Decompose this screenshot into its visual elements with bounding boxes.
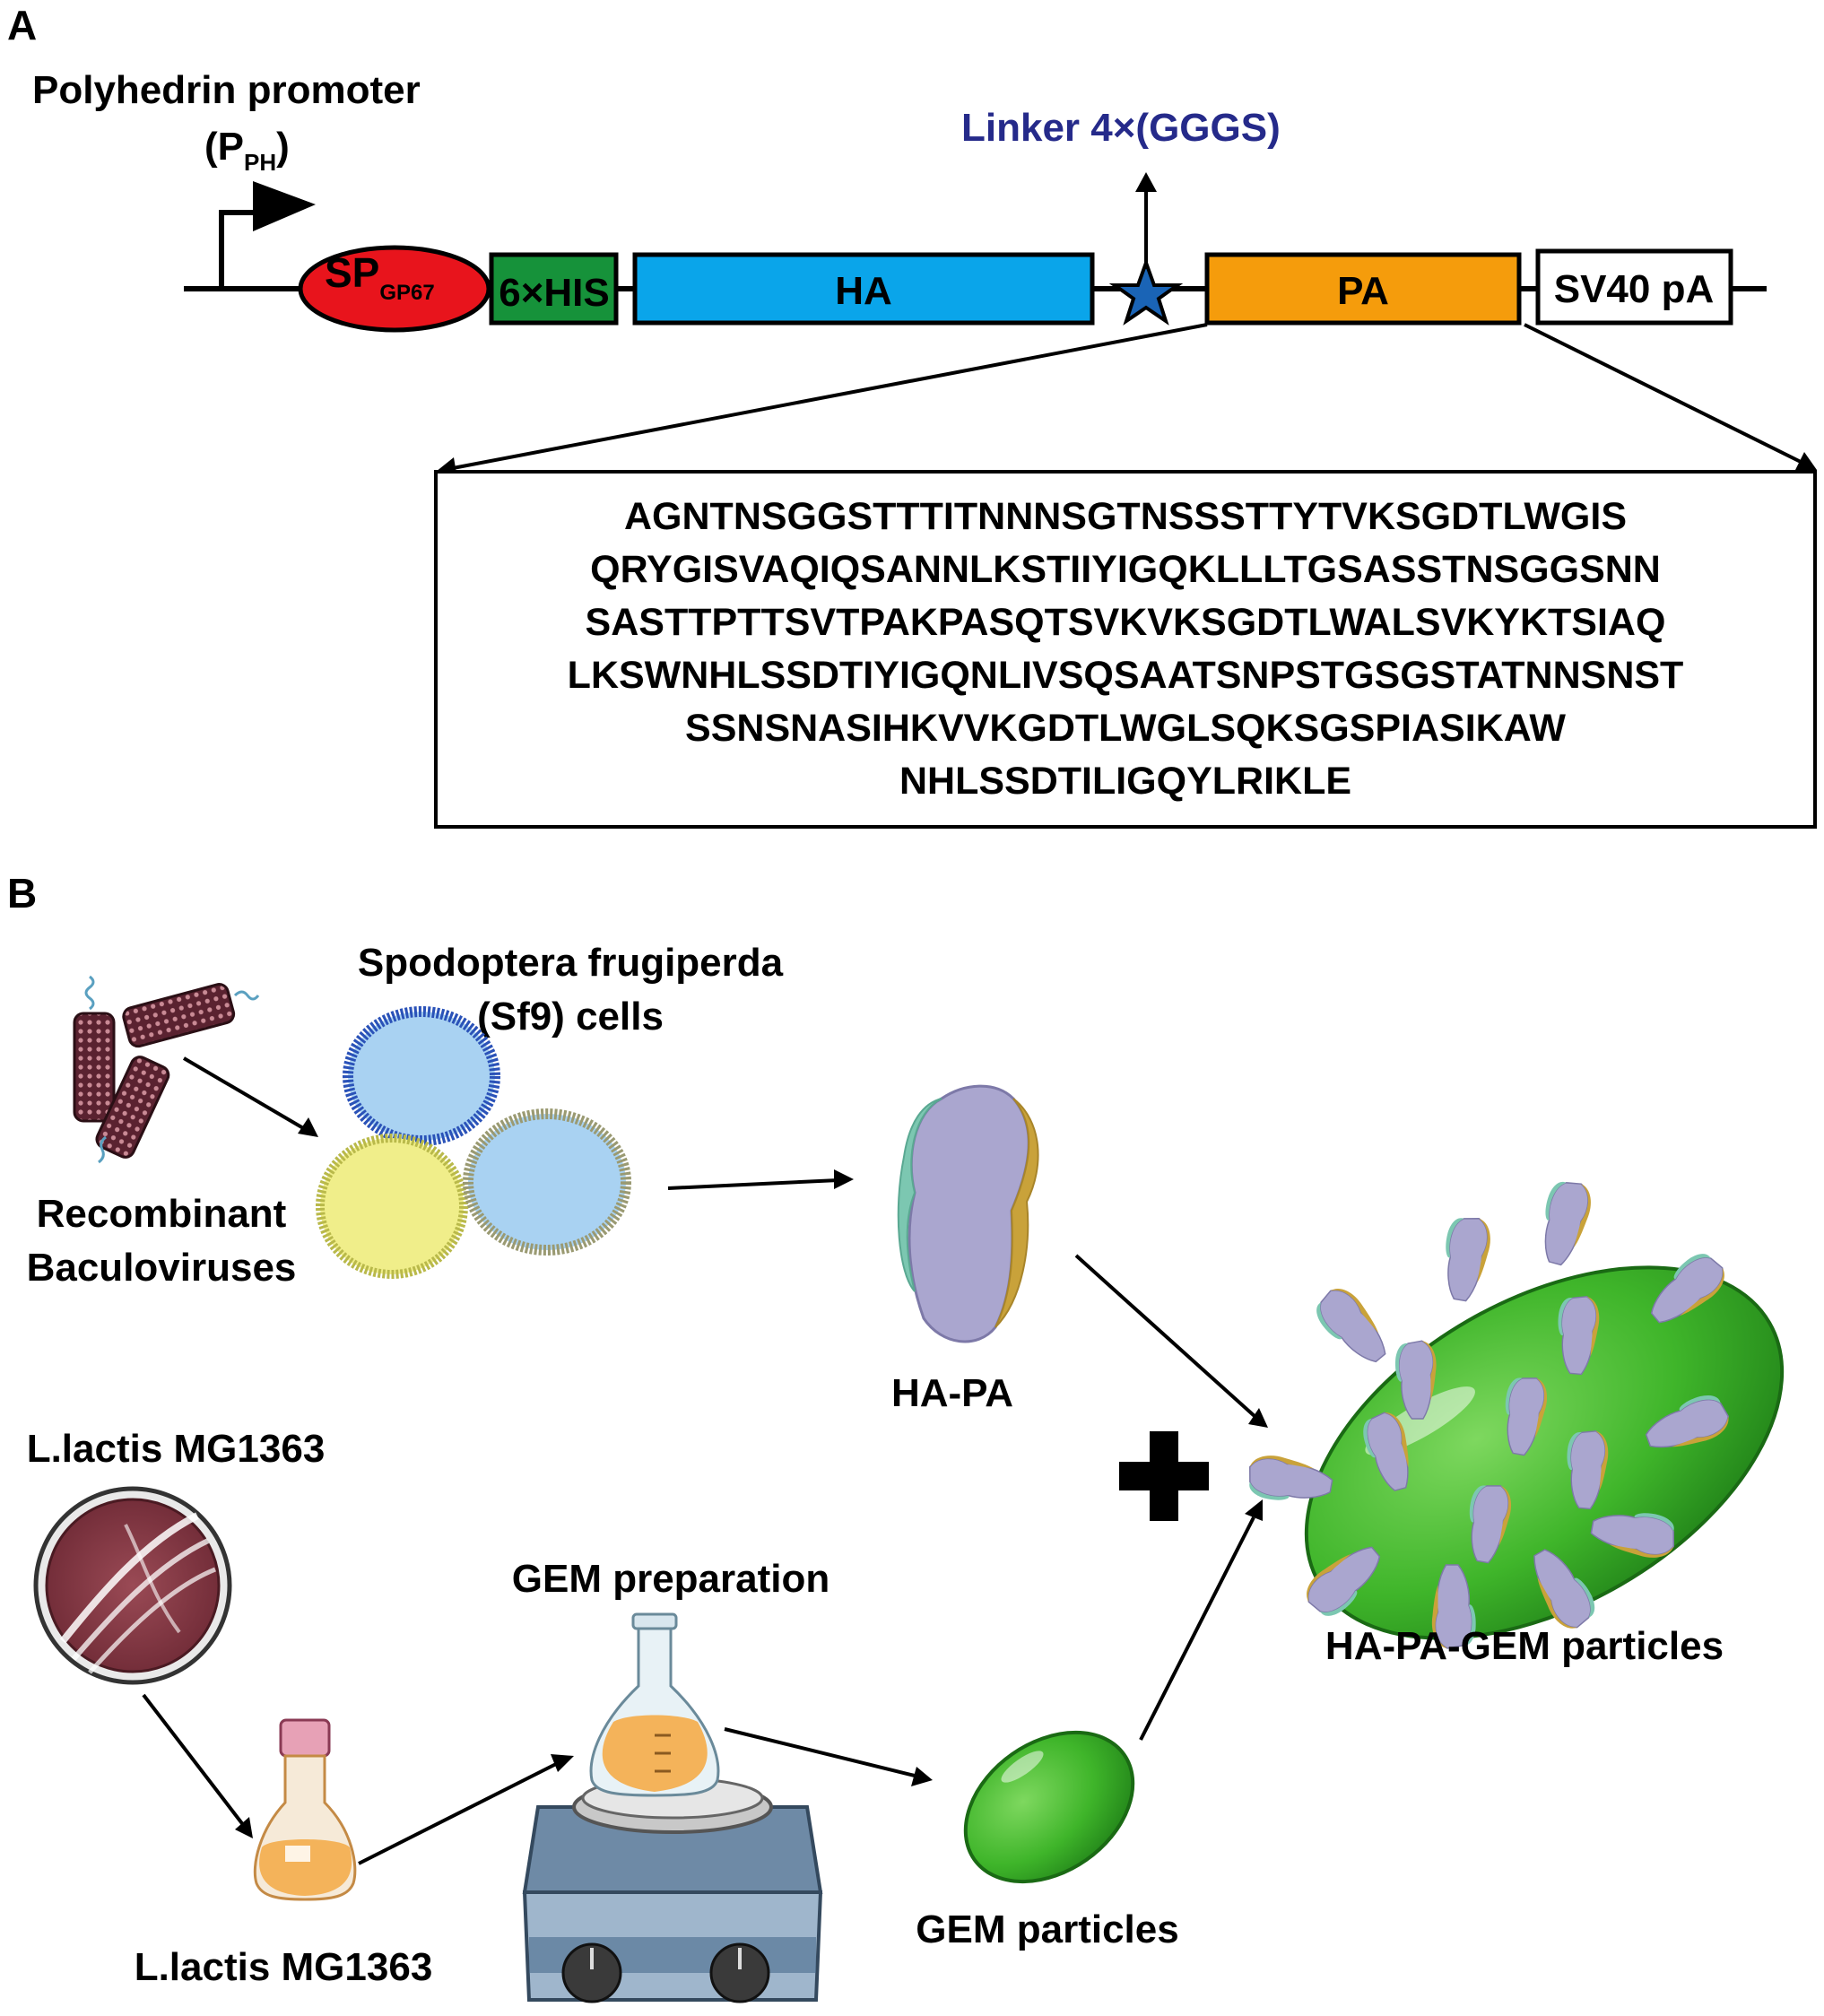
his-tag-segment: 6×HIS (489, 252, 619, 326)
sequence-box (434, 470, 1817, 829)
svg-text:6×HIS: 6×HIS (499, 271, 610, 315)
expand-arrows (436, 323, 1817, 479)
pa-segment: PA (1204, 252, 1522, 326)
svg-text:AGNTNSGGSTTTITNNNSGTNSSSTTYTVK: AGNTNSGGSTTTITNNNSGTNSSSTTYTVKSGDTLWGIS (624, 495, 1627, 538)
baculovirus-icon (73, 975, 260, 1164)
arrow-baculo-to-cells (182, 1056, 311, 1134)
ha-pa-protein-icon (897, 1084, 1039, 1343)
gem-particle-icon (963, 1730, 1135, 1884)
linker-star-icon (1108, 172, 1184, 326)
lactis-bottom-label: L.lactis MG1363 (135, 1945, 433, 1989)
arrow-gem-to-hapagem (1139, 1516, 1255, 1741)
linker-label: Linker 4×(GGGS) (961, 106, 1281, 150)
ha-segment: HA (632, 252, 1095, 326)
arrow-flask-to-stirrer (358, 1761, 559, 1865)
svg-text:PA: PA (1337, 269, 1389, 313)
promoter-name: Polyhedrin promoter (32, 68, 421, 112)
sp-gp67-segment: SPGP67 (298, 245, 491, 333)
ha-pa-label: HA-PA (891, 1371, 1013, 1415)
plus-icon (1119, 1431, 1209, 1521)
svg-text:SASTTPTTSVTPAKPASQTSVKVKSGDTLW: SASTTPTTSVTPAKPASQTSVKVKSGDTLWALSVKYKTSI… (586, 601, 1666, 644)
panel-a-label: A (7, 2, 37, 48)
svg-text:HA: HA (835, 269, 892, 313)
magnetic-stirrer-icon (522, 1777, 823, 2003)
ha-pa-gem-label: HA-PA-GEM particles (1325, 1624, 1724, 1668)
svg-text:NHLSSDTILIGQYLRIKLE: NHLSSDTILIGQYLRIKLE (899, 760, 1351, 803)
svg-text:SV40 pA: SV40 pA (1554, 267, 1715, 311)
lactis-petri-dish-icon (33, 1486, 232, 1685)
sf9-cells-icon (316, 1006, 631, 1279)
sf9-label-line1: Spodoptera frugiperda (358, 941, 784, 985)
culture-flask-icon (253, 1718, 357, 1901)
sequence-text: AGNTNSGGSTTTITNNNSGTNSSSTTYTVKSGDTLWGIS … (568, 495, 1684, 803)
sf9-label-line2: (Sf9) cells (477, 995, 664, 1038)
svg-text:SPGP67: SPGP67 (325, 249, 435, 305)
gem-prep-label: GEM preparation (512, 1557, 830, 1601)
svg-text:SSNSNASIHKVVKGDTLWGLSQKSGSPIAS: SSNSNASIHKVVKGDTLWGLSQKSGSPIASIKAW (685, 707, 1566, 750)
gem-particles-label: GEM particles (916, 1907, 1178, 1951)
arrow-stirrer-to-gem (724, 1727, 916, 1777)
arrow-plate-to-flask (142, 1693, 246, 1828)
panel-b-label: B (7, 870, 37, 917)
promoter-abbr: (PPH) (204, 125, 290, 176)
promoter-arrow-icon (219, 181, 316, 289)
baculovirus-label-line2: Baculoviruses (27, 1246, 297, 1290)
lactis-top-label: L.lactis MG1363 (27, 1427, 326, 1471)
arrow-cells-to-protein (667, 1178, 839, 1190)
baculovirus-label-line1: Recombinant (37, 1192, 287, 1236)
gem-prep-flask-icon (589, 1612, 720, 1797)
ha-pa-gem-particle-icon (1244, 1176, 1785, 1649)
svg-text:QRYGISVAQIQSANNLKSTIIYIGQKLLLT: QRYGISVAQIQSANNLKSTIIYIGQKLLLTGSASSTNSGG… (590, 548, 1661, 591)
svg-text:LKSWNHLSSDTIYIGQNLIVSQSAATSNPS: LKSWNHLSSDTIYIGQNLIVSQSAATSNPSTGSGSTATNN… (568, 654, 1684, 697)
arrow-protein-to-gem (1074, 1254, 1257, 1419)
sv40-pa-segment: SV40 pA (1535, 248, 1733, 326)
